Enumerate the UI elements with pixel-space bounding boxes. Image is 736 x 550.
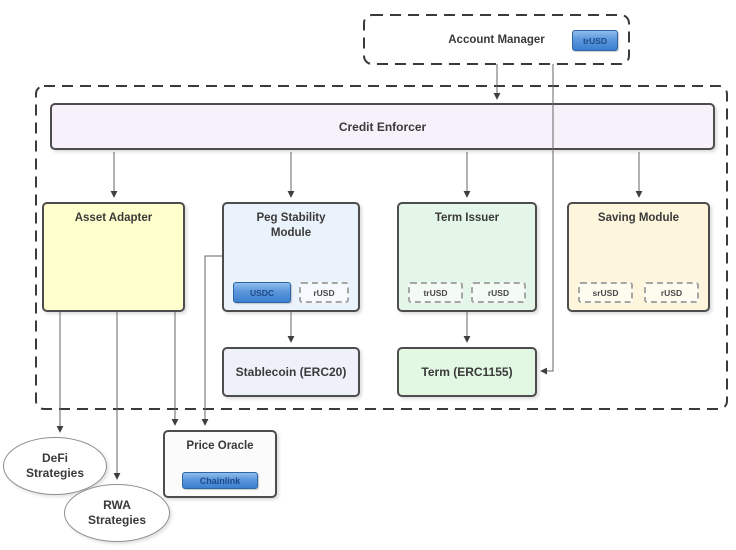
arrow-peg-stability-to-price-oracle xyxy=(201,255,222,426)
usdc-badge: USDC xyxy=(233,282,291,303)
defi-strategies-node: DeFi Strategies xyxy=(3,437,107,495)
peg-stability-module-node: Peg Stability Module USDC rUSD xyxy=(222,202,360,312)
saving-module-node: Saving Module srUSD rUSD xyxy=(567,202,710,312)
account-manager-node: Account Manager trUSD xyxy=(364,15,629,64)
peg-stability-badges: USDC rUSD xyxy=(233,282,349,303)
asset-adapter-node: Asset Adapter xyxy=(42,202,185,312)
trusd-badge: trUSD xyxy=(408,282,463,303)
saving-module-badges: srUSD rUSD xyxy=(578,282,699,303)
trusd-badge: trUSD xyxy=(572,30,618,51)
price-oracle-node: Price Oracle Chainlink xyxy=(163,430,277,498)
price-oracle-label: Price Oracle xyxy=(186,440,254,452)
peg-stability-module-label: Peg Stability Module xyxy=(256,212,326,239)
srusd-badge: srUSD xyxy=(578,282,633,303)
stablecoin-erc20-label: Stablecoin (ERC20) xyxy=(235,365,347,379)
rwa-strategies-node: RWA Strategies xyxy=(64,484,170,542)
term-issuer-label: Term Issuer xyxy=(434,212,500,224)
term-erc1155-label: Term (ERC1155) xyxy=(421,365,513,379)
stablecoin-erc20-node: Stablecoin (ERC20) xyxy=(222,347,360,397)
rwa-strategies-label: RWA Strategies xyxy=(87,498,147,527)
rusd-badge: rUSD xyxy=(299,282,349,303)
chainlink-badge: Chainlink xyxy=(182,472,258,489)
term-issuer-badges: trUSD rUSD xyxy=(408,282,526,303)
rusd-badge: rUSD xyxy=(471,282,526,303)
rusd-badge: rUSD xyxy=(644,282,699,303)
defi-strategies-label: DeFi Strategies xyxy=(25,451,85,480)
credit-enforcer-node: Credit Enforcer xyxy=(50,103,715,150)
saving-module-label: Saving Module xyxy=(597,212,680,224)
credit-enforcer-label: Credit Enforcer xyxy=(338,119,427,134)
asset-adapter-label: Asset Adapter xyxy=(74,212,153,224)
term-erc1155-node: Term (ERC1155) xyxy=(397,347,537,397)
term-issuer-node: Term Issuer trUSD rUSD xyxy=(397,202,537,312)
